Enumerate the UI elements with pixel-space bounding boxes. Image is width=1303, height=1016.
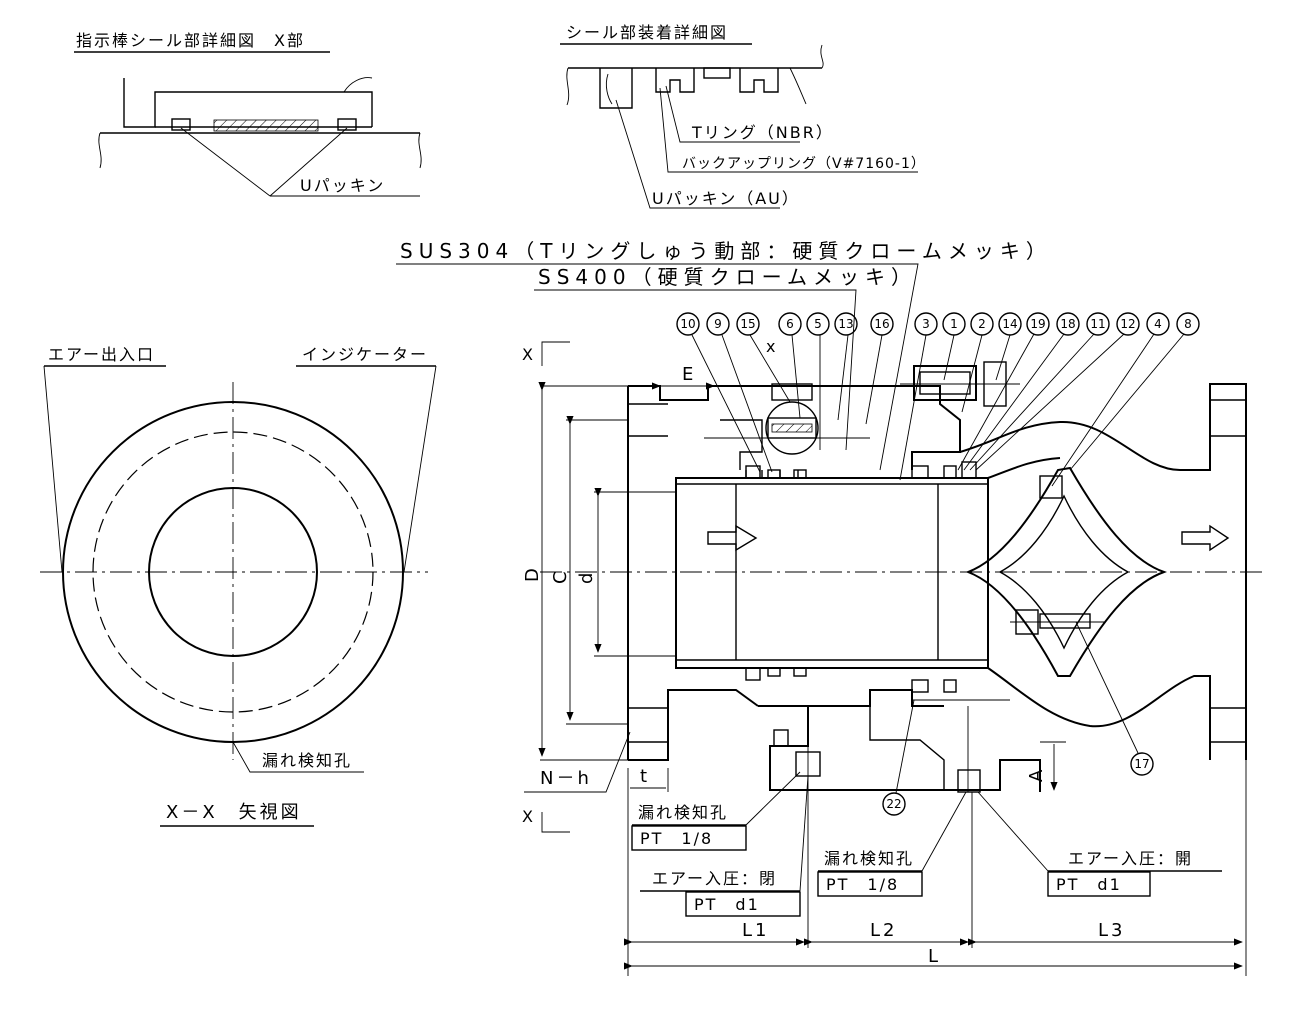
svg-text:9: 9 (714, 317, 722, 331)
material-labels: SUS304（Tリングしゅう動部：硬質クロームメッキ） SS400（硬質クローム… (396, 239, 1052, 471)
view-mark-bottom: X (522, 807, 535, 826)
callout-leak-hole-1-spec: PT 1/8 (640, 829, 713, 848)
callout-air-in-open: エアー入圧：開 (1068, 849, 1193, 868)
svg-text:3: 3 (922, 317, 930, 331)
callout-air-in-close: エアー入圧：閉 (652, 869, 777, 888)
material-sus304: SUS304（Tリングしゅう動部：硬質クロームメッキ） (400, 239, 1052, 263)
part-balloons: 10 9 15 6 5 13 16 3 1 2 14 19 18 11 12 4… (676, 312, 1200, 816)
balloon-10: 10 (676, 312, 700, 336)
dim-L2: L2 (870, 920, 897, 941)
svg-text:8: 8 (1184, 317, 1192, 331)
balloon-11: 11 (1086, 312, 1110, 336)
dim-L1: L1 (742, 920, 769, 941)
section-view: X X (522, 312, 1262, 976)
svg-text:22: 22 (886, 797, 901, 811)
balloon-6: 6 (778, 312, 802, 336)
detail-seal-title: シール部装着詳細図 (566, 23, 728, 42)
balloon-5: 5 (806, 312, 830, 336)
svg-text:14: 14 (1002, 317, 1017, 331)
dim-D: D (522, 565, 543, 582)
end-view-air-port-label: エアー出入口 (48, 345, 155, 364)
dimensions-vertical: D C d (522, 381, 676, 761)
balloon-4: 4 (1146, 312, 1170, 336)
dim-L3: L3 (1098, 920, 1125, 941)
callout-leak-hole-2-spec: PT 1/8 (826, 875, 899, 894)
svg-text:10: 10 (680, 317, 695, 331)
balloon-1: 1 (942, 312, 966, 336)
dim-Nh: N－h (540, 768, 592, 789)
svg-text:12: 12 (1120, 317, 1135, 331)
svg-text:18: 18 (1060, 317, 1075, 331)
balloon-22: 22 (882, 792, 906, 816)
balloon-19: 19 (1026, 312, 1050, 336)
detail-x-title: 指示棒シール部詳細図 X部 (76, 31, 305, 50)
svg-text:6: 6 (786, 317, 794, 331)
svg-text:19: 19 (1030, 317, 1045, 331)
balloon-8: 8 (1176, 312, 1200, 336)
dim-A: A (1026, 767, 1047, 782)
balloon-16: 16 (870, 312, 894, 336)
dim-E: E (682, 364, 696, 385)
balloon-18: 18 (1056, 312, 1080, 336)
view-mark-top: X (522, 345, 535, 364)
detail-seal: シール部装着詳細図 Tリング（NBR） バックアップリング（V#7160-1） … (560, 23, 926, 209)
dimensions-horizontal: L1 L2 L3 L (623, 760, 1247, 976)
dim-t: t (640, 766, 650, 787)
end-view: エアー出入口 インジケーター 漏れ検知孔 X－X 矢視図 (40, 345, 437, 827)
svg-text:13: 13 (838, 317, 853, 331)
callouts: 漏れ検知孔 PT 1/8 エアー入圧：閉 PT d1 漏れ検知孔 PT 1/8 … (631, 771, 1222, 917)
detail-seal-backup-label: バックアップリング（V#7160-1） (682, 156, 926, 172)
svg-text:2: 2 (978, 317, 986, 331)
svg-text:11: 11 (1090, 317, 1105, 331)
callout-leak-hole-1: 漏れ検知孔 (638, 803, 728, 822)
balloon-15: 15 (736, 312, 760, 336)
svg-text:1: 1 (950, 317, 958, 331)
detail-x-u-packing-label: Uパッキン (300, 176, 385, 195)
svg-text:15: 15 (740, 317, 755, 331)
balloon-3: 3 (914, 312, 938, 336)
balloon-2: 2 (970, 312, 994, 336)
detail-x-mark: x (766, 337, 777, 356)
balloon-14: 14 (998, 312, 1022, 336)
end-view-indicator-label: インジケーター (302, 345, 428, 364)
svg-text:5: 5 (814, 317, 822, 331)
end-view-caption: X－X 矢視図 (166, 802, 302, 823)
dim-d: d (576, 570, 597, 584)
detail-x: 指示棒シール部詳細図 X部 Uパッキン (74, 31, 422, 197)
callout-air-in-open-spec: PT d1 (1056, 875, 1122, 894)
svg-text:4: 4 (1154, 317, 1162, 331)
svg-text:17: 17 (1134, 757, 1149, 771)
balloon-9: 9 (706, 312, 730, 336)
callout-air-in-close-spec: PT d1 (694, 895, 760, 914)
callout-leak-hole-2: 漏れ検知孔 (824, 849, 914, 868)
balloon-13: 13 (834, 312, 858, 336)
dim-L: L (928, 946, 941, 967)
detail-seal-u-packing-label: Uパッキン（AU） (652, 189, 800, 208)
dim-C: C (550, 568, 571, 584)
svg-text:16: 16 (874, 317, 889, 331)
end-view-leak-hole-label: 漏れ検知孔 (262, 751, 352, 770)
balloon-12: 12 (1116, 312, 1140, 336)
material-ss400: SS400（硬質クロームメッキ） (538, 265, 917, 289)
detail-seal-t-ring-label: Tリング（NBR） (691, 123, 834, 142)
balloon-leaders (691, 333, 1185, 794)
balloon-17: 17 (1130, 752, 1154, 776)
